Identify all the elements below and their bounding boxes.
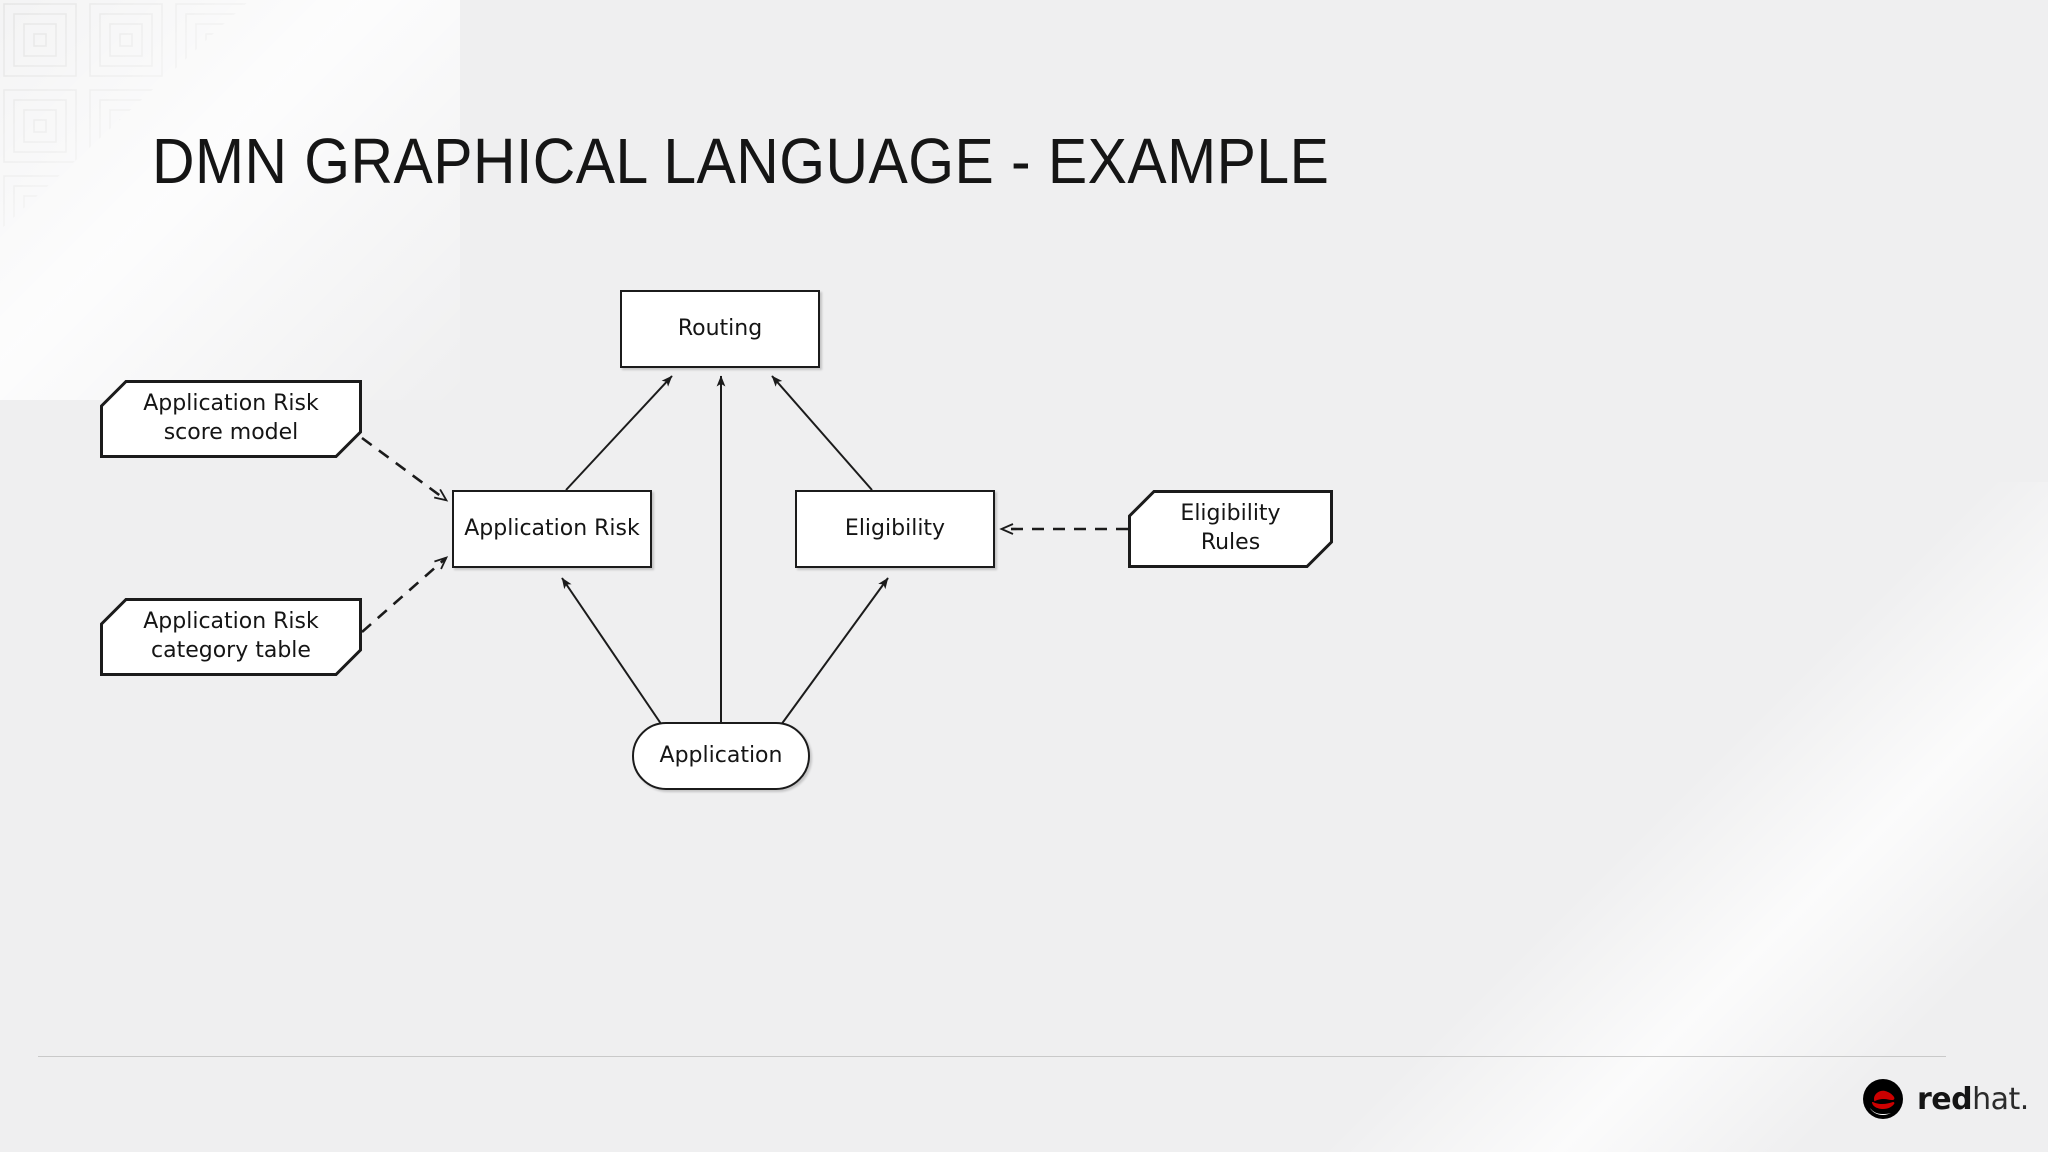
redhat-wordmark-red: red <box>1917 1081 1973 1117</box>
redhat-wordmark-dot: . <box>2019 1081 2030 1117</box>
node-risk-score-model[interactable]: Application Risk score model <box>100 380 362 458</box>
node-routing[interactable]: Routing <box>620 290 820 368</box>
edge-application-to-eligibility <box>769 577 889 741</box>
knowledge-source-shape <box>1128 490 1333 568</box>
edge-eligibility-to-routing <box>771 375 873 491</box>
node-application-label: Application <box>659 742 783 768</box>
node-routing-label: Routing <box>677 315 763 341</box>
node-application-risk-label: Application Risk <box>464 515 640 541</box>
node-eligibility[interactable]: Eligibility <box>795 490 995 568</box>
node-eligibility-label: Eligibility <box>844 515 946 541</box>
redhat-shadowman-icon <box>1863 1079 1903 1119</box>
redhat-wordmark: redhat. <box>1917 1082 2029 1117</box>
node-risk-category-table[interactable]: Application Risk category table <box>100 598 362 676</box>
knowledge-source-shape <box>100 598 362 676</box>
knowledge-source-shape <box>100 380 362 458</box>
redhat-wordmark-hat: hat <box>1972 1081 2020 1117</box>
node-application-risk[interactable]: Application Risk <box>452 490 652 568</box>
edge-risk-score-model-to-application-risk <box>361 436 449 502</box>
node-eligibility-rules[interactable]: Eligibility Rules <box>1128 490 1333 568</box>
edge-application-to-application-risk <box>561 577 673 741</box>
node-application[interactable]: Application <box>632 722 810 790</box>
edge-application-risk-to-routing <box>565 375 673 491</box>
edge-risk-category-table-to-application-risk <box>361 556 449 633</box>
footer-divider <box>38 1056 1946 1057</box>
page-title: DMN GRAPHICAL LANGUAGE - EXAMPLE <box>152 125 1330 197</box>
redhat-logo: redhat. <box>1862 1078 2029 1120</box>
